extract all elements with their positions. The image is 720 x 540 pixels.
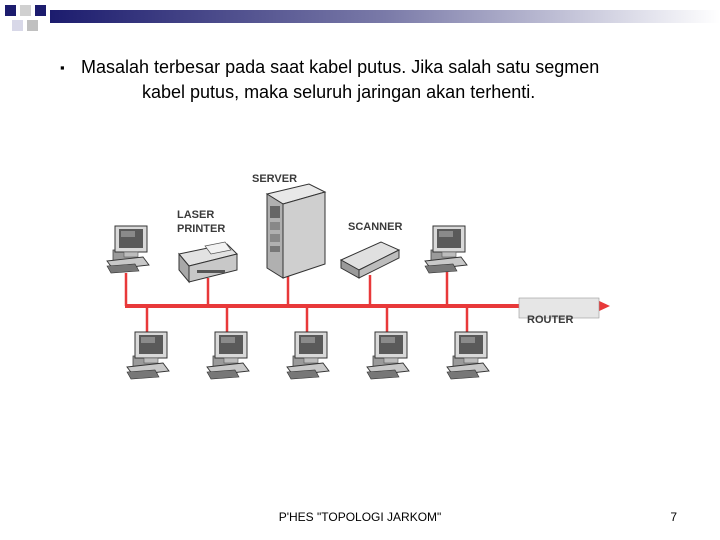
header-square xyxy=(20,5,31,16)
workstation-bottom-4 xyxy=(366,331,410,380)
bullet-square-icon: ▪ xyxy=(60,60,65,75)
page-number: 7 xyxy=(670,510,677,524)
bullet-text-line-2: kabel putus, maka seluruh jaringan akan … xyxy=(142,82,536,102)
workstation-bottom-2 xyxy=(206,331,250,380)
server xyxy=(265,183,327,279)
bus-topology-diagram: LASER PRINTER SERVER SCANNER ROUTER xyxy=(106,173,610,380)
workstation-bottom-5 xyxy=(446,331,490,380)
header-gradient-bar xyxy=(50,10,720,23)
laser-printer-label-1: LASER xyxy=(177,209,214,221)
header-decoration xyxy=(5,5,720,31)
router: ROUTER xyxy=(518,297,600,326)
workstation-bottom-1 xyxy=(126,331,170,380)
server-label: SERVER xyxy=(252,173,297,185)
router-label: ROUTER xyxy=(527,314,574,326)
scanner-label: SCANNER xyxy=(348,221,402,233)
workstation-bottom-3 xyxy=(286,331,330,380)
header-square xyxy=(35,5,46,16)
header-square xyxy=(12,20,23,31)
footer-title: P'HES "TOPOLOGI JARKOM" xyxy=(278,510,442,524)
workstation-top-left xyxy=(106,225,150,274)
scanner xyxy=(339,241,401,279)
bullet-text-line-1: Masalah terbesar pada saat kabel putus. … xyxy=(81,57,600,77)
workstation-top-right xyxy=(424,225,468,274)
laser-printer-label-2: PRINTER xyxy=(177,223,225,235)
laser-printer xyxy=(178,241,238,284)
header-square xyxy=(5,5,16,16)
header-square xyxy=(27,20,38,31)
